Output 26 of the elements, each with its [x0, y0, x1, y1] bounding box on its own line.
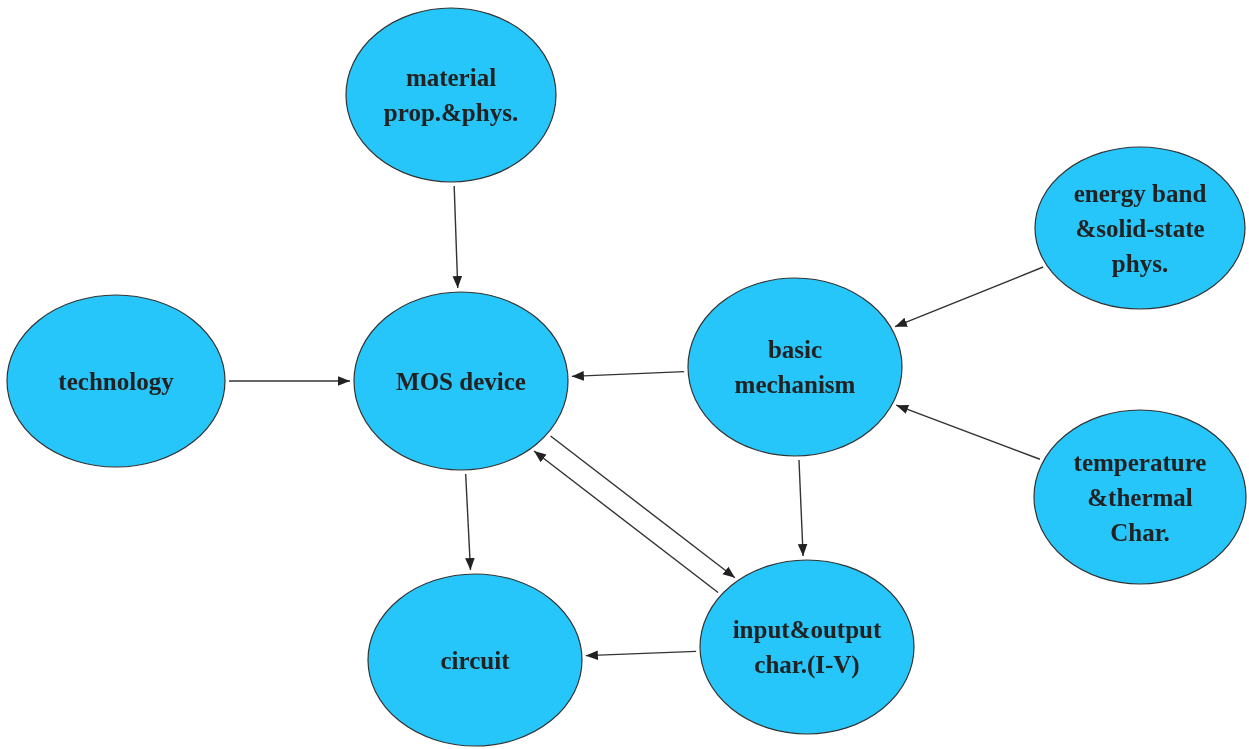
ellipse-node	[345, 7, 557, 183]
ellipse-node	[367, 573, 583, 747]
ellipse-node	[6, 294, 226, 468]
arrow	[797, 459, 808, 557]
node-label: circuit	[440, 645, 510, 676]
ellipse-node	[353, 291, 569, 471]
arrow	[585, 650, 697, 660]
node-label: material prop.&phys.	[382, 63, 520, 128]
arrow	[571, 370, 685, 381]
ellipse-node	[1034, 146, 1246, 310]
arrow	[895, 404, 1041, 460]
node-label: temperature &thermal Char.	[1072, 447, 1208, 548]
arrow	[228, 376, 351, 386]
ellipse-node	[687, 277, 903, 457]
arrow	[894, 266, 1044, 328]
node-label: energy band &solid-state phys.	[1072, 178, 1208, 279]
node-label: input&output char.(I-V)	[731, 615, 883, 681]
node-label: MOS device	[396, 366, 526, 397]
arrow	[464, 473, 475, 571]
arrow	[452, 185, 463, 289]
ellipse-node	[1033, 409, 1247, 585]
ellipse-node	[699, 559, 915, 735]
arrow	[549, 435, 736, 579]
node-label: technology	[58, 366, 174, 397]
node-label: basic mechanism	[733, 335, 857, 400]
arrow	[533, 450, 719, 594]
